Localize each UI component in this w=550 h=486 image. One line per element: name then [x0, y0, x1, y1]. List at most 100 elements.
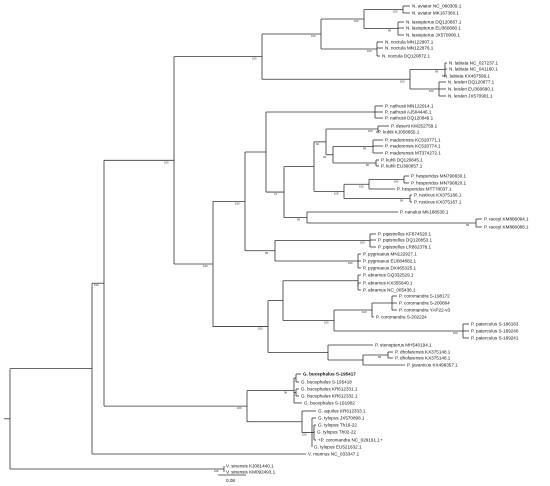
tip-label: P. rusticus KX375166.1	[414, 193, 462, 198]
support-value: 100	[362, 310, 367, 314]
support-value: 100	[164, 160, 169, 164]
support-value: 100	[214, 469, 219, 473]
scale-label: 0.08	[226, 478, 235, 483]
support-value: 100	[429, 89, 434, 93]
tip-label: P. coromandra S-202224	[376, 315, 427, 320]
tip-label: G. bucephalus S-191902	[304, 401, 355, 406]
tip-label: P. nathusii MN122914.1	[385, 104, 434, 109]
tip-label: G. bucephalus S-195418	[301, 380, 352, 385]
tip-label: N. leisleri JX570901.1	[448, 94, 493, 99]
tip-label: N. aviator NC_060309.1	[412, 4, 462, 9]
tip-label: P. abramus GQ332529.1	[363, 273, 414, 278]
support-value: 99	[400, 199, 403, 203]
tip-label: P. pipistrellus KF874520.1	[378, 232, 431, 237]
tip-label: P. maderensis KC520774.1	[385, 144, 441, 149]
support-value: 100	[252, 57, 257, 61]
tip-label: P. javanicus KX496357.1	[407, 363, 458, 368]
tip-label: P. kuhlii KJ058655.1	[378, 130, 420, 135]
tip-label: P. paterculus S-189240	[471, 329, 519, 334]
tip-label: +P. coromandra NC_029191.1+	[318, 438, 383, 443]
tip-label: N. noctula DQ120872.1	[382, 54, 430, 59]
tip-label: P. pygmaeus MN122927.1	[363, 252, 417, 257]
support-value: 93	[323, 155, 326, 159]
tip-label: N. noctula MN122876.1	[385, 46, 434, 51]
support-value: 100	[394, 180, 399, 184]
tip-label: P. deserti KM252759.1	[391, 124, 438, 129]
tip-label: N. lasiopterus JX570900.1	[406, 33, 460, 38]
support-value: 100	[360, 241, 365, 245]
support-value: 80	[366, 163, 369, 167]
tip-label: V. sinensis KJ081440.1	[226, 464, 274, 469]
tip-label: P. raceyi KM886094.1	[484, 217, 529, 222]
tip-label: P. abramus NC_005436.1	[363, 288, 416, 293]
support-value: 100	[258, 327, 263, 331]
tip-label: V. murinus NC_033347.1	[308, 452, 360, 457]
tip-label: G. aquilus KR612333.1	[318, 409, 366, 414]
tip-label: P. coromandra S-198172	[399, 294, 450, 299]
tip-label: P. nathusii DQ120849.1	[385, 116, 434, 121]
support-value: 100	[237, 406, 242, 410]
tip-label: G. bucephalus S-195417	[303, 372, 356, 377]
support-value: 100	[359, 184, 364, 188]
support-value: 100	[354, 19, 359, 23]
tip-label: N. aviator MK167360.1	[412, 11, 459, 16]
tip-label: G. bucephalus KR612332.1	[301, 394, 358, 399]
tip-label: P. pipistrellus DQ120853.1	[378, 238, 432, 243]
tip-label: G. tylopus JX570898.1	[318, 416, 365, 421]
support-value: 99	[378, 355, 381, 359]
tip-label: N. leisleri DQ120877.1	[448, 80, 495, 85]
tip-label: N. noctula MN122907.1	[385, 40, 434, 45]
tip-label: P. pygmaeus EU084882.1	[363, 259, 416, 264]
support-value: 100	[453, 331, 458, 335]
tip-label: P. paterculus S-189241	[471, 336, 519, 341]
support-value: 99	[363, 147, 366, 151]
tip-label: G. tylopus EU521632.1	[314, 445, 362, 450]
support-value: 100	[348, 261, 353, 265]
tip-label: P. coromandra YAP22-v3	[399, 308, 451, 313]
tip-label: G. bucephalus KR612331.1	[301, 387, 358, 392]
support-value: 99	[388, 29, 391, 33]
support-value: 100	[334, 191, 339, 195]
tip-label: P. rusticus KX375167.1	[414, 200, 462, 205]
support-value: 100	[94, 283, 99, 287]
support-value: 99	[297, 218, 300, 222]
tip-label: N. labiata NC_027237.1	[449, 61, 498, 66]
tip-label: P. stenopterus MH540194.1	[375, 343, 432, 348]
support-value: 100	[367, 49, 372, 53]
tip-label: P. hesperidus MT778037.1	[397, 187, 452, 192]
support-value: 100	[400, 79, 405, 83]
tip-label: P. raceyi KM886088.1	[484, 225, 529, 230]
tip-label: P. dhofarensis KX375148.1	[395, 350, 451, 355]
support-value: 100	[393, 10, 398, 14]
tip-label: P. nanulus MK188530.1	[400, 210, 449, 215]
support-value: 100	[235, 201, 240, 205]
tip-label: P. maderensis MT374272.1	[385, 151, 441, 156]
tip-label: N. labiata KX467596.1	[444, 74, 490, 79]
tip-label: P. hesperidus MN790830.1	[411, 174, 467, 179]
tip-label: P. maderensis KC520771.1	[385, 138, 441, 143]
support-value: 100	[311, 34, 316, 38]
support-value: 100	[203, 264, 208, 268]
tip-label: P. pipistrellus LR862378.1	[378, 245, 431, 250]
support-value: 100	[368, 129, 373, 133]
tip-label: P. kuhli DQ120845.1	[381, 158, 423, 163]
tip-label: P. hesperidus MN790820.1	[411, 181, 467, 186]
support-value: 99	[265, 251, 268, 255]
support-value: 99	[435, 70, 438, 74]
support-value: 72	[274, 192, 277, 196]
tip-label: G. tylopus Th19-22	[318, 423, 357, 428]
tip-label: V. sinensis KM092493.1	[226, 470, 276, 475]
support-value: 100	[324, 321, 329, 325]
tip-label: G. tylopus Th02-22	[317, 430, 356, 435]
support-value: 96	[466, 223, 469, 227]
tip-label: P. kuhli EU360657.1	[381, 164, 423, 169]
tip-label: P. nathusii AJ504446.1	[385, 110, 432, 115]
tip-label: N. leisleri EU360690.1	[448, 87, 494, 92]
tip-label: N. lasiopterus EU360680.1	[406, 26, 461, 31]
tip-label: N. lasiopterus DQ120867.1	[406, 20, 462, 25]
tip-label: N. labiata NC_041160.1	[449, 67, 498, 72]
tip-label: P. coromandra S-200864	[399, 301, 450, 306]
tip-label: P. paterculus S-186183	[471, 322, 519, 327]
